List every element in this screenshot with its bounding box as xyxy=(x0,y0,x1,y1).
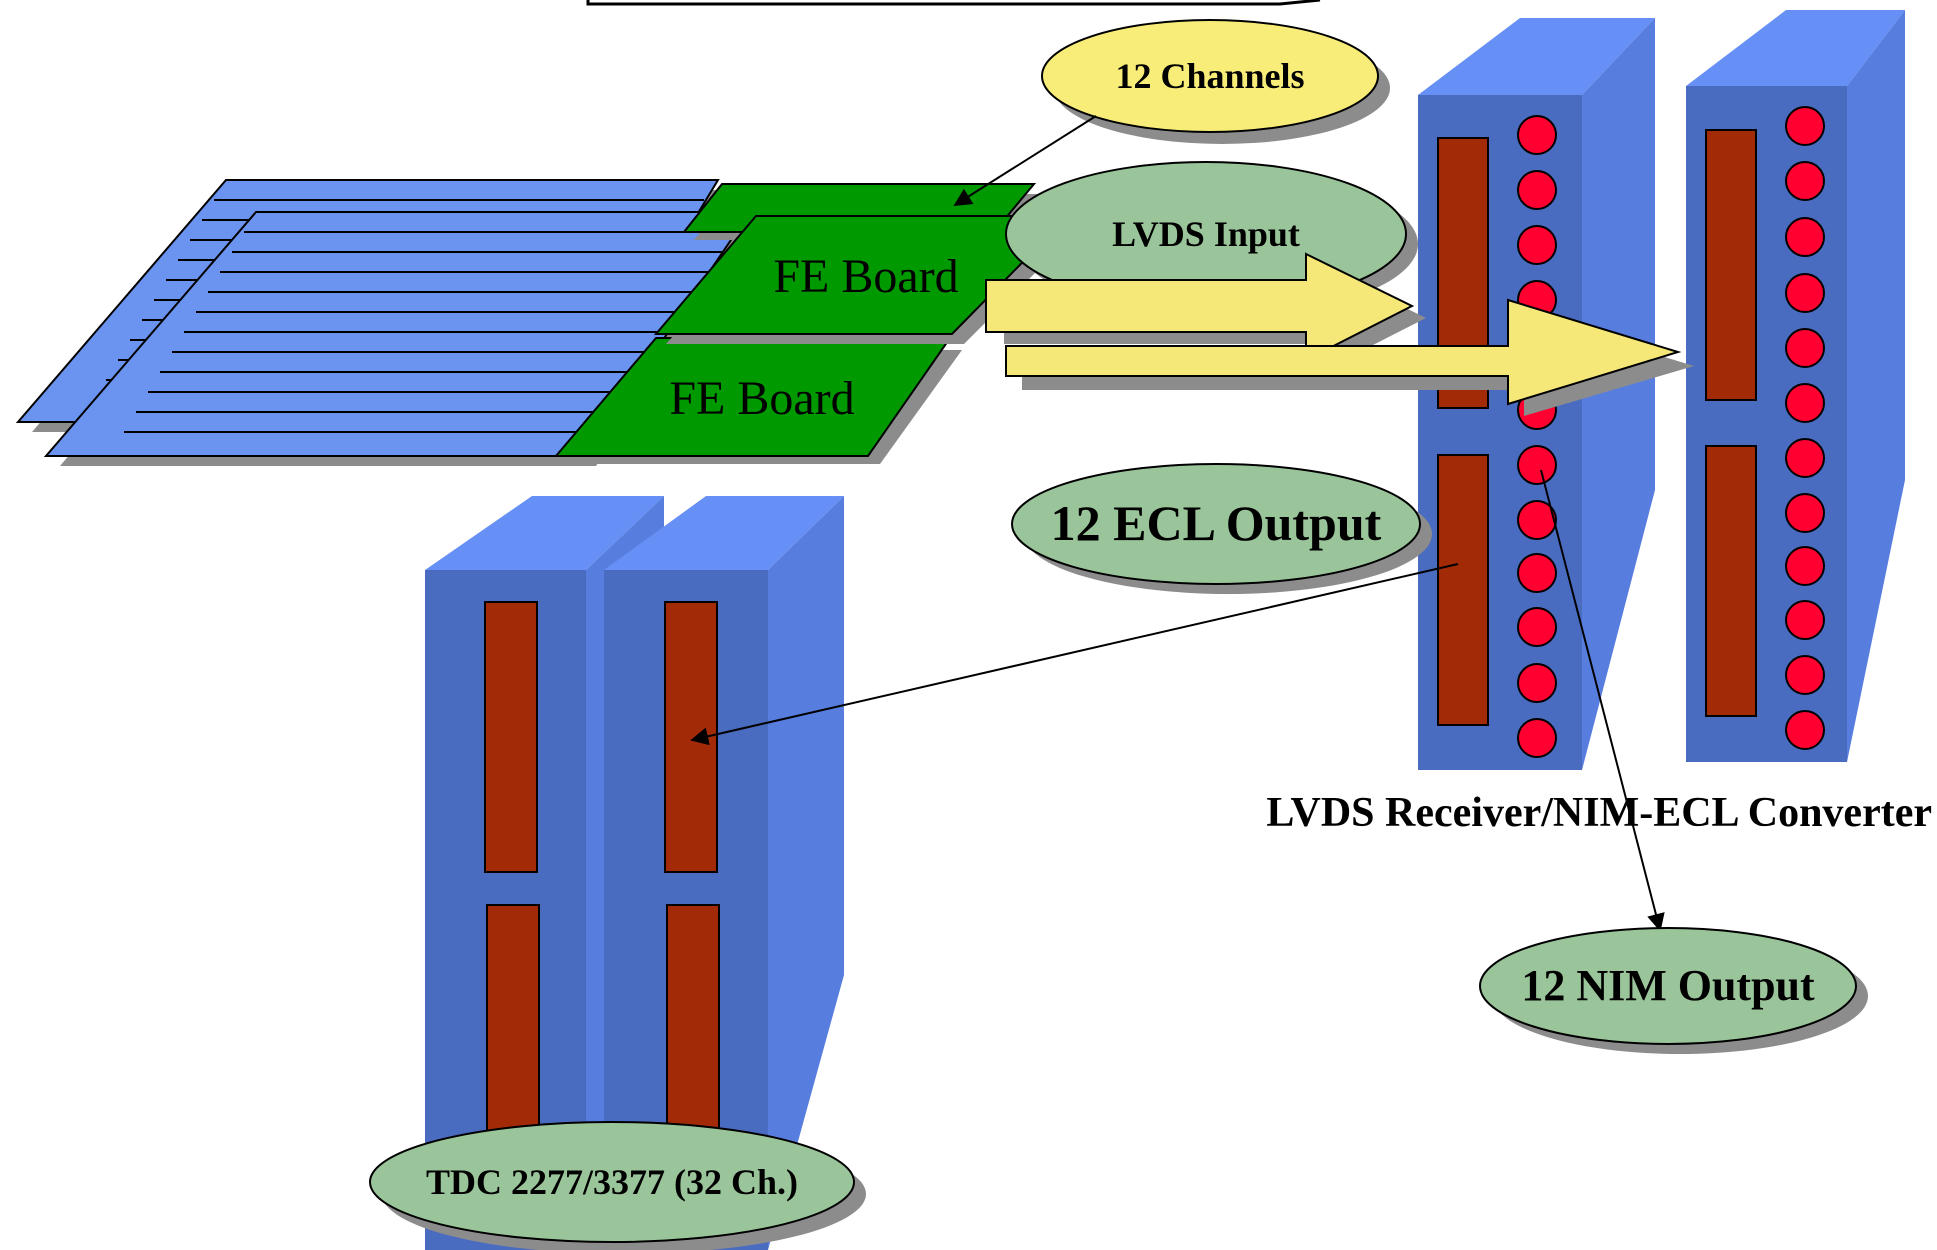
ecl-pointer xyxy=(690,563,1459,746)
fe-board-icon: FE Board xyxy=(553,337,962,464)
connector-bottom xyxy=(486,904,540,1136)
led-column xyxy=(1785,106,1825,750)
fe-board-top: FE Board xyxy=(653,215,1080,344)
connector-top xyxy=(484,601,538,873)
channels-label: 12 Channels xyxy=(1115,56,1304,96)
connector-top xyxy=(1705,129,1757,401)
nim-module-icon xyxy=(1418,18,1655,770)
top-box-remnant xyxy=(586,0,1321,6)
signal-arrow-bottom xyxy=(1005,298,1694,416)
ecl-output-callout: 12 ECL Output xyxy=(1011,463,1432,594)
connector-bottom xyxy=(1437,454,1489,726)
connector-bottom xyxy=(1705,445,1757,717)
lvds-input-label: LVDS Input xyxy=(1112,214,1300,254)
tdc-label: TDC 2277/3377 (32 Ch.) xyxy=(426,1162,798,1202)
channels-callout: 12 Channels xyxy=(1041,19,1390,144)
nim-output-callout: 12 NIM Output xyxy=(1479,927,1868,1054)
converter-caption: LVDS Receiver/NIM-ECL Converter xyxy=(1266,790,1932,836)
scintillator-stack xyxy=(15,179,760,466)
connector-bottom xyxy=(666,904,720,1136)
channels-pointer xyxy=(953,115,1097,206)
ecl-output-label: 12 ECL Output xyxy=(1051,495,1382,551)
fe-board-top-label: FE Board xyxy=(773,250,958,303)
fe-board-bottom-label: FE Board xyxy=(669,372,854,425)
nim-output-label: 12 NIM Output xyxy=(1521,961,1815,1010)
tdc-callout: TDC 2277/3377 (32 Ch.) xyxy=(369,1121,866,1250)
nim-module-icon xyxy=(1686,10,1905,762)
nim-pointer xyxy=(1540,469,1665,932)
